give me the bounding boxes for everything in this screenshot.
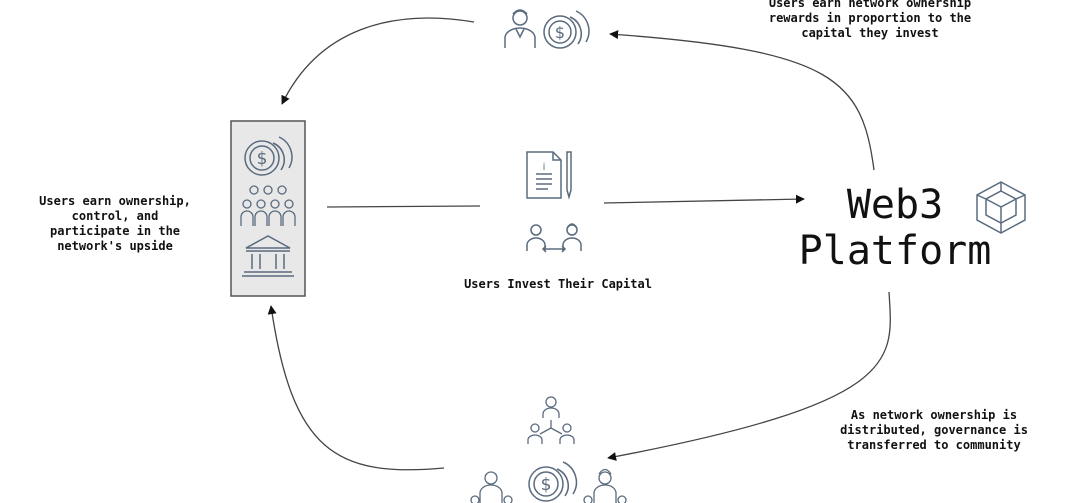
coins-dollar-icon: $ — [244, 136, 293, 176]
coins-dollar-icon: $ — [543, 10, 590, 49]
bank-icon — [242, 235, 294, 277]
rewards-caption: Users earn network ownership rewards in … — [768, 0, 972, 40]
svg-text:$: $ — [257, 149, 268, 169]
arrow-platform-to-community — [607, 291, 891, 461]
platform-title: Web3 Platform — [798, 182, 992, 274]
invest-caption: Users Invest Their Capital — [464, 277, 652, 291]
svg-text:i: i — [543, 162, 546, 173]
arrow-platform-to-rewards — [609, 30, 875, 171]
left-panel — [230, 120, 306, 297]
arrow-community-to-panel — [267, 305, 445, 471]
user-exchange-icon — [526, 223, 582, 253]
user-icon — [504, 9, 536, 48]
connector-lines — [267, 17, 891, 471]
cube-network-icon — [976, 181, 1026, 234]
svg-text:$: $ — [555, 23, 565, 42]
user-group-icon — [470, 468, 627, 503]
line-panel-to-invest — [326, 205, 481, 208]
governance-caption: As network ownership is distributed, gov… — [840, 408, 1028, 452]
svg-text:$: $ — [541, 475, 552, 495]
network-hierarchy-icon — [527, 396, 575, 444]
coins-dollar-icon: $ — [528, 461, 578, 502]
arrow-rewards-to-panel — [281, 17, 475, 105]
people-group-icon — [240, 185, 296, 226]
arrow-invest-to-platform — [603, 194, 805, 204]
ownership-caption: Users earn ownership, control, and parti… — [39, 194, 191, 253]
contract-document-icon: i — [526, 151, 572, 200]
